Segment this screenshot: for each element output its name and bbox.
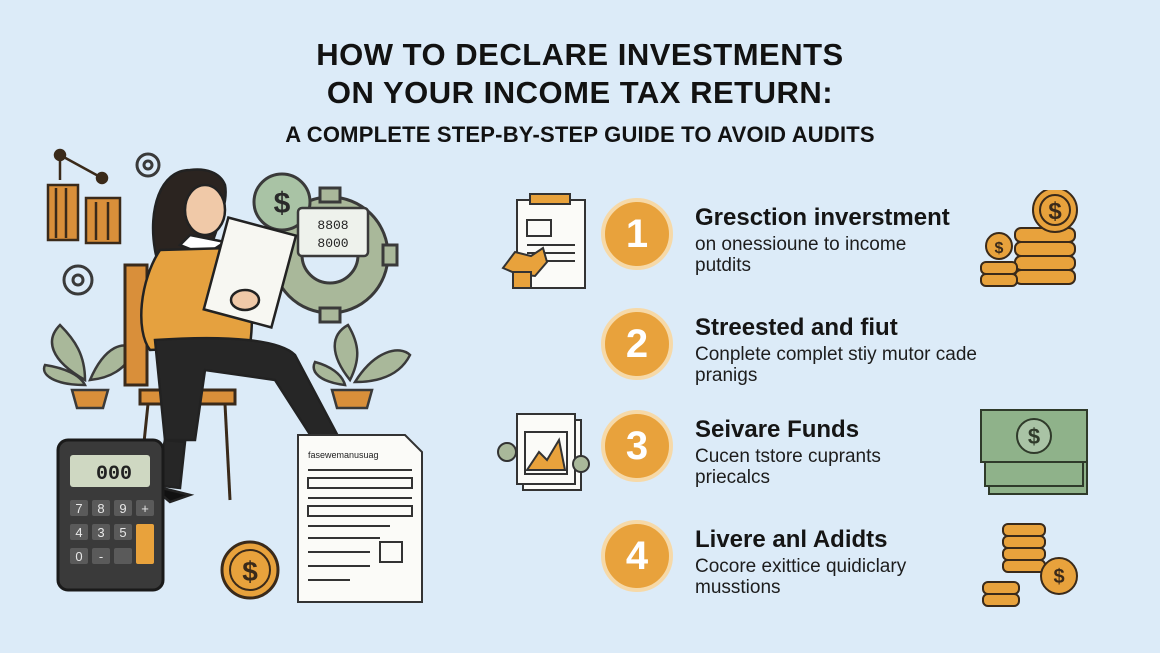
coin-symbol: $ <box>274 187 291 220</box>
coin-symbol: $ <box>1028 424 1040 449</box>
coin-stack-icon: $ $ <box>980 190 1078 287</box>
woman-figure <box>140 168 361 504</box>
step-text: Streested and fiut Conplete complet stiy… <box>695 314 1025 386</box>
step-number-badge: 1 <box>601 198 673 270</box>
plant-left-icon <box>42 323 137 410</box>
step-item-2: 2 Streested and fiut Conplete complet st… <box>495 308 1135 408</box>
calculator-icon: 000 7 8 9 + 4 3 5 0 - <box>56 438 165 592</box>
dollar-coin-icon: $ <box>252 172 312 232</box>
step-description-line2: musstions <box>695 577 781 598</box>
step-title: Seivare Funds <box>695 416 860 443</box>
coin-symbol: $ <box>242 556 258 587</box>
tax-form-document-icon: fasewemanusuag <box>297 434 423 603</box>
plant-right-icon <box>312 323 412 410</box>
coin-symbol: $ <box>995 240 1004 257</box>
calc-key: 0 <box>75 549 82 564</box>
meter-panel: 8808 8000 <box>296 206 370 258</box>
gear-icon <box>62 152 161 296</box>
scale-icon <box>46 148 122 245</box>
banknote-stack-icon: $ <box>980 409 1088 495</box>
step-description-line1: Conplete complet stiy mutor cade <box>695 344 977 365</box>
step-description: Cocore exittice quidiclary musstions <box>695 556 1025 598</box>
calc-key: 4 <box>75 525 82 540</box>
title-block: HOW TO DECLARE INVESTMENTS ON YOUR INCOM… <box>0 36 1160 148</box>
step-description-line2: pranigs <box>695 365 758 386</box>
step-number-badge: 4 <box>601 520 673 592</box>
dollar-coin-icon: $ <box>220 540 280 600</box>
calc-key: 5 <box>119 525 126 540</box>
step-text: Seivare Funds Cucen tstore cuprants prie… <box>695 416 1025 488</box>
step-title: Livere anl Adidts <box>695 526 888 553</box>
meter-line1: 8808 <box>317 218 348 233</box>
step-item-4: 4 Livere anl Adidts Cocore exittice quid… <box>495 520 1135 620</box>
page-title-line2: ON YOUR INCOME TAX RETURN: <box>326 75 834 110</box>
document-heading: fasewemanusuag <box>308 450 379 460</box>
step-description: on onessioune to income putdits <box>695 234 1025 276</box>
coin-symbol: $ <box>1053 566 1064 588</box>
calculator-display: 000 <box>96 463 132 486</box>
step-description: Conplete complet stiy mutor cade pranigs <box>695 344 1025 386</box>
document-with-map-icon <box>501 193 586 289</box>
step-description-line1: Cocore exittice quidiclary <box>695 556 907 577</box>
meter-line2: 8000 <box>317 236 348 251</box>
step-text: Livere anl Adidts Cocore exittice quidic… <box>695 526 1025 598</box>
coin-stack-icon: $ <box>982 523 1078 607</box>
calc-key: 3 <box>97 525 104 540</box>
step-number-badge: 2 <box>601 308 673 380</box>
step-description-line1: on onessioune to income <box>695 234 907 255</box>
step-description-line2: priecalcs <box>695 467 770 488</box>
woman-with-documents-illustration: $ 8808 8000 <box>42 148 423 603</box>
calc-key: 8 <box>97 501 104 516</box>
step-description-line1: Cucen tstore cuprants <box>695 446 881 467</box>
steps-list: 1 Gresction inverstment on onessioune to… <box>495 170 1135 610</box>
step-number-badge: 3 <box>601 410 673 482</box>
step-title: Gresction inverstment <box>695 204 950 231</box>
step-description: Cucen tstore cuprants priecalcs <box>695 446 1025 488</box>
step-title: Streested and fiut <box>695 314 898 341</box>
step-description-line2: putdits <box>695 255 751 276</box>
calc-key: 7 <box>75 501 82 516</box>
calc-key: 9 <box>119 501 126 516</box>
page-title-line1: HOW TO DECLARE INVESTMENTS <box>316 37 844 72</box>
calc-key: - <box>99 549 103 564</box>
coin-symbol: $ <box>1048 198 1062 225</box>
page-subtitle: A COMPLETE STEP-BY-STEP GUIDE TO AVOID A… <box>285 122 875 147</box>
step-item-1: 1 Gresction inverstment on onessioune to… <box>495 190 1135 298</box>
step-text: Gresction inverstment on onessioune to i… <box>695 204 1025 276</box>
step-item-3: 3 Seivare Funds Cucen tstore cuprants pr… <box>495 409 1135 510</box>
calc-key: + <box>141 501 149 516</box>
chart-document-icon <box>497 413 590 491</box>
